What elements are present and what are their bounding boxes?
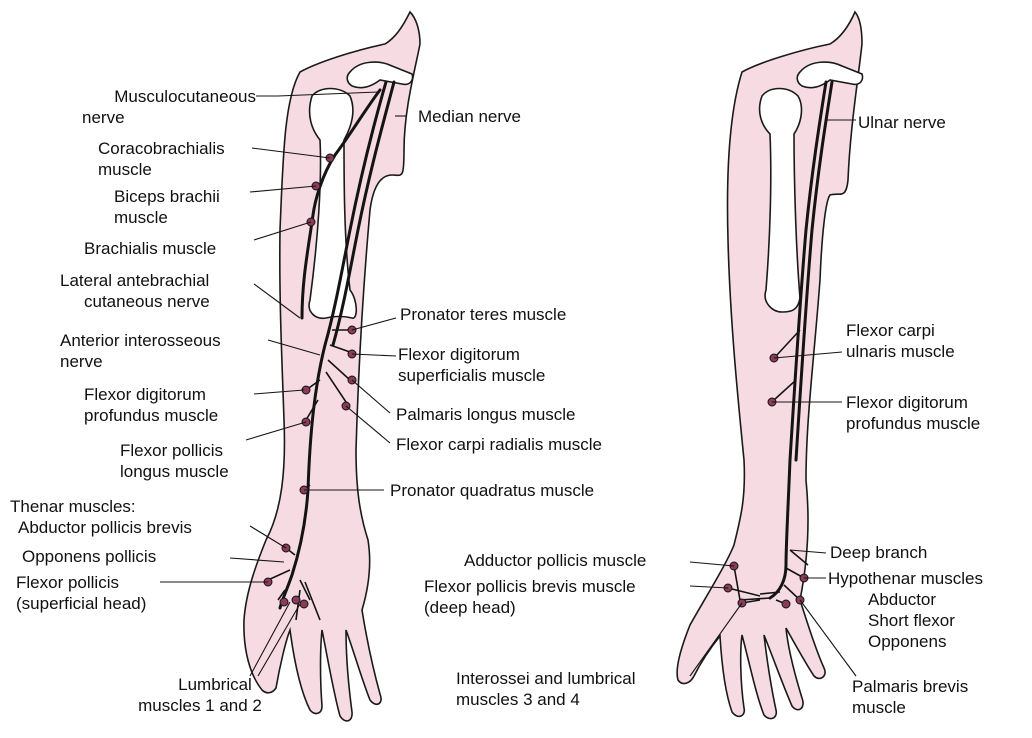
label-lateral-antebrachial-cutaneous-nerve: Lateral antebrachial cutaneous nerve: [60, 270, 210, 312]
label-deep-branch: Deep branch: [830, 542, 927, 563]
label-thenar-muscles: Thenar muscles: Abductor pollicis brevis: [10, 496, 192, 538]
label-biceps-brachii-muscle: Biceps brachii muscle: [114, 186, 220, 228]
label-lumbrical-muscles-1-and-2: Lumbrical muscles 1 and 2: [120, 674, 280, 716]
label-hypothenar-muscles: Hypothenar muscles Abductor Short flexor…: [828, 568, 983, 652]
label-flexor-digitorum-profundus-muscle-ulnar: Flexor digitorum profundus muscle: [846, 392, 980, 434]
label-interossei-and-lumbrical-muscles-3-and-4: Interossei and lumbrical muscles 3 and 4: [456, 668, 636, 710]
label-brachialis-muscle: Brachialis muscle: [84, 238, 216, 259]
label-coracobrachialis-muscle: Coracobrachialis muscle: [98, 138, 225, 180]
label-flexor-pollicis-longus-muscle: Flexor pollicis longus muscle: [120, 440, 229, 482]
nerve-endpoint-node: [292, 596, 300, 604]
nerve-endpoint-node: [280, 598, 288, 606]
label-flexor-pollicis-brevis-deep-head: Flexor pollicis brevis muscle (deep head…: [424, 576, 636, 618]
label-pronator-quadratus-muscle: Pronator quadratus muscle: [390, 480, 594, 501]
label-flexor-carpi-ulnaris-muscle: Flexor carpi ulnaris muscle: [846, 320, 955, 362]
label-musculocutaneous-nerve: Musculocutaneous nerve: [64, 86, 256, 128]
label-adductor-pollicis-muscle: Adductor pollicis muscle: [464, 550, 646, 571]
label-median-nerve: Median nerve: [418, 106, 521, 127]
label-flexor-digitorum-superficialis-muscle: Flexor digitorum superficialis muscle: [398, 344, 545, 386]
label-flexor-digitorum-profundus-muscle-median: Flexor digitorum profundus muscle: [84, 384, 218, 426]
label-palmaris-longus-muscle: Palmaris longus muscle: [396, 404, 576, 425]
median-arm-figure: [244, 12, 420, 721]
label-flexor-pollicis-superficial-head: Flexor pollicis (superficial head): [16, 572, 146, 614]
label-flexor-carpi-radialis-muscle: Flexor carpi radialis muscle: [396, 434, 602, 455]
label-ulnar-nerve: Ulnar nerve: [858, 112, 946, 133]
label-palmaris-brevis-muscle: Palmaris brevis muscle: [852, 676, 968, 718]
label-pronator-teres-muscle: Pronator teres muscle: [400, 304, 566, 325]
nerve-endpoint-node: [300, 600, 308, 608]
label-anterior-interosseous-nerve: Anterior interosseous nerve: [60, 330, 221, 372]
label-opponens-pollicis: Opponens pollicis: [22, 546, 156, 567]
nerve-endpoint-node: [782, 600, 790, 608]
